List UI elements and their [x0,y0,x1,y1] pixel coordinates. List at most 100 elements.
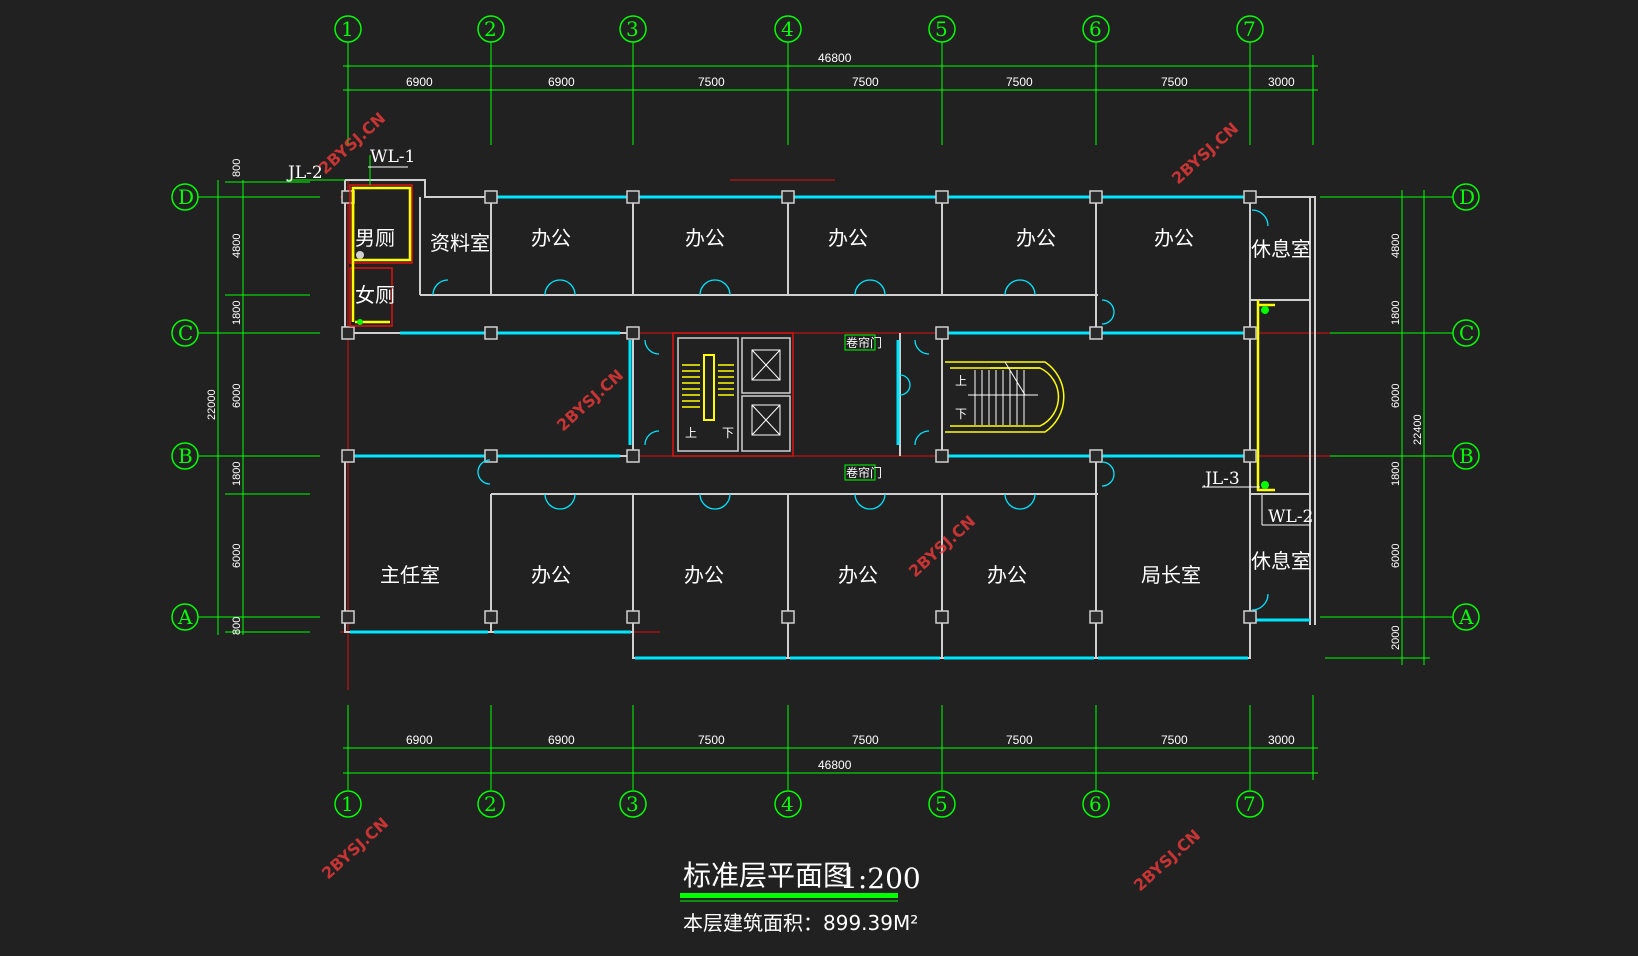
men-toilet-label: 男厕 [355,226,395,250]
grid-label-C-right: C [1459,321,1474,345]
pipe-label-jl2: JL-2 [286,163,323,183]
grid-bubble-7-bottom [1236,790,1264,818]
watermark-1: 2BYSJ.CN [315,108,389,177]
room-archive: 资料室 [430,231,490,255]
left-dim-2: 4800 [231,234,243,258]
bottom-dimensions: 6900 6900 7500 7500 7500 7500 3000 46800 [343,695,1318,790]
left-dim-6: 6000 [231,544,243,568]
bottom-dim-bay-6: 7500 [1161,733,1188,747]
room-office-bottom-1: 办公 [531,563,571,587]
grid-label-6-top: 6 [1089,17,1102,41]
rolling-door-bottom-label: 卷帘门 [846,465,882,480]
left-grid-and-dimensions: D C B A 22000 800 4800 1800 6000 1800 60… [171,159,320,635]
top-dim-bay-7: 3000 [1268,75,1295,89]
structural-columns [341,190,1257,624]
watermark-2: 2BYSJ.CN [1168,118,1242,187]
drawing-title: 标准层平面图 [683,859,851,892]
core-stair-elevators: 上 下 卷帘门 卷帘门 [672,332,882,481]
bottom-dim-bay-7: 3000 [1268,733,1295,747]
title-block: 标准层平面图 1:200 本层建筑面积：899.39M² [680,859,921,935]
room-office-bottom-4: 办公 [987,563,1027,587]
top-total-dimension: 46800 [818,51,852,65]
right-dim-1: 4800 [1390,234,1402,258]
top-dimensions: 46800 6900 6900 7500 7500 7500 7500 3000 [343,42,1318,145]
grid-bubble-3-bottom [619,790,647,818]
right-total-dimension: 22400 [1412,414,1424,445]
left-dim-4: 6000 [231,384,243,408]
room-labels: 资料室 办公 办公 办公 办公 办公 休息室 主任室 办公 办公 办公 办公 局… [380,226,1311,587]
grid-label-D-right: D [1459,185,1475,209]
grid-bubble-6-bottom [1082,790,1110,818]
grid-bubble-2-bottom [477,790,505,818]
top-dim-bay-3: 7500 [698,75,725,89]
grid-label-5-bottom: 5 [935,792,948,816]
grid-label-7-top: 7 [1243,17,1256,41]
stair-2-down-label: 下 [955,407,967,421]
bottom-dim-bay-1: 6900 [406,733,433,747]
pipe-label-wl2: WL-2 [1268,507,1313,527]
right-dim-6: 2000 [1390,626,1402,650]
left-dim-3: 1800 [231,301,243,325]
grid-bubble-D-left [171,183,199,211]
room-bureau-chief: 局长室 [1141,563,1201,587]
grid-label-2-top: 2 [484,17,497,41]
grid-label-3-top: 3 [626,17,639,41]
drawing-scale: 1:200 [840,862,921,895]
grid-bubble-4-bottom [774,790,802,818]
top-dim-bay-5: 7500 [1006,75,1033,89]
room-lounge-top: 休息室 [1251,237,1311,261]
grid-bubble-D-right [1452,183,1480,211]
room-office-top-5: 办公 [1154,226,1194,250]
left-total-dimension: 22000 [206,389,218,420]
left-dim-7: 800 [231,617,243,635]
grid-bubble-A-left [171,603,199,631]
top-dim-bay-2: 6900 [548,75,575,89]
toilets-and-pipes-left: 男厕 女厕 JL-2 WL-1 [286,147,415,327]
left-dim-1: 800 [231,159,243,177]
room-office-top-2: 办公 [685,226,725,250]
grid-bubble-C-left [171,319,199,347]
right-grid-and-dimensions: D C B A 4800 1800 6000 1800 6000 2000 22… [1320,183,1480,665]
top-dim-bay-1: 6900 [406,75,433,89]
grid-label-4-top: 4 [781,17,794,41]
watermarks: 2BYSJ.CN 2BYSJ.CN 2BYSJ.CN 2BYSJ.CN 2BYS… [315,108,1242,894]
room-office-top-3: 办公 [828,226,868,250]
right-dim-5: 6000 [1390,544,1402,568]
grid-label-C-left: C [178,321,193,345]
pipe-label-wl1: WL-1 [370,147,415,167]
top-grid-bubbles: 1 2 3 4 5 6 7 [334,15,1264,43]
watermark-5: 2BYSJ.CN [318,813,392,882]
grid-bubble-1-bottom [334,790,362,818]
grid-label-1-top: 1 [341,17,354,41]
right-dim-3: 6000 [1390,384,1402,408]
grid-label-1-bottom: 1 [341,792,354,816]
windows [348,195,1310,660]
stair-2-up-label: 上 [955,374,967,388]
floor-area-text: 本层建筑面积：899.39M² [683,911,918,935]
grid-label-4-bottom: 4 [781,792,794,816]
grid-label-2-bottom: 2 [484,792,497,816]
bottom-total-dimension: 46800 [818,758,852,772]
grid-bubble-B-right [1452,442,1480,470]
grid-label-A-left: A [177,605,193,629]
top-dim-bay-4: 7500 [852,75,879,89]
grid-bubble-A-right [1452,603,1480,631]
bottom-dim-bay-3: 7500 [698,733,725,747]
bottom-dim-bay-4: 7500 [852,733,879,747]
core-stair-2: 上 下 [945,361,1065,433]
grid-label-6-bottom: 6 [1089,792,1102,816]
bottom-grid-bubbles: 1 2 3 4 5 6 7 [334,790,1264,818]
bottom-dim-bay-5: 7500 [1006,733,1033,747]
grid-bubble-C-right [1452,319,1480,347]
pipe-label-jl3: JL-3 [1203,469,1240,489]
watermark-3: 2BYSJ.CN [553,365,627,434]
grid-label-5-top: 5 [935,17,948,41]
grid-bubble-5-bottom [928,790,956,818]
grid-label-A-right: A [1458,605,1474,629]
right-dim-4: 1800 [1390,462,1402,486]
room-lounge-bottom: 休息室 [1251,549,1311,573]
room-office-top-1: 办公 [531,226,571,250]
room-office-bottom-2: 办公 [684,563,724,587]
stair-1-down-label: 下 [722,426,734,440]
